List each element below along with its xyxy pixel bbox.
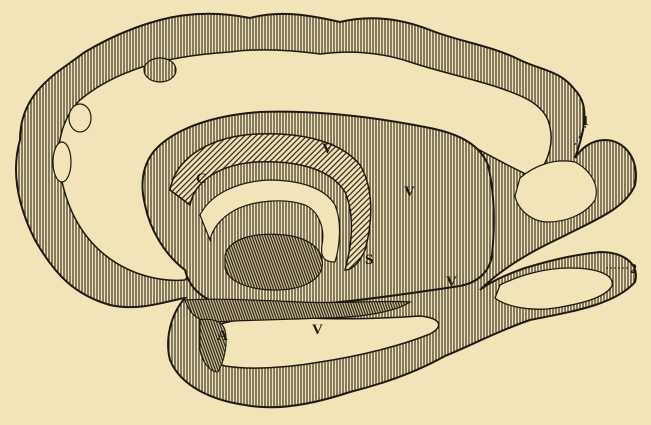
cortex-island-1 (69, 104, 91, 132)
label-v-bottom: V (312, 322, 323, 338)
label-number-1: 1 (582, 114, 589, 129)
label-v-right: V (404, 184, 415, 200)
central-nucleus (225, 234, 322, 290)
label-v-upper: V (322, 141, 333, 157)
cortex-island-3 (144, 58, 176, 82)
label-number-2: 2 (630, 262, 637, 277)
label-c: C (196, 171, 207, 187)
label-s: S (365, 252, 373, 268)
label-a: A (217, 328, 228, 344)
label-v-lower-right: V (446, 274, 457, 290)
cortex-island-2 (53, 142, 71, 182)
